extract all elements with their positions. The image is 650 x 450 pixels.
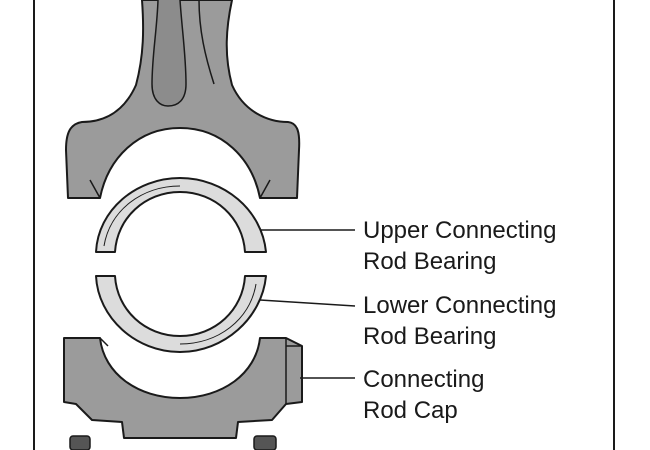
lower-bearing-leader <box>259 299 356 307</box>
rod-cap-label-line2: Rod Cap <box>363 397 458 424</box>
cap-bolt-heads <box>69 435 277 450</box>
lower-bearing-label-line2: Rod Bearing <box>363 323 497 350</box>
connecting-rod <box>65 0 301 199</box>
lower-bearing-shell <box>95 275 267 353</box>
upper-bearing-label-line2: Rod Bearing <box>363 248 497 275</box>
lower-bearing-label: Lower Connecting Rod Bearing <box>363 290 556 352</box>
leader-lines <box>259 229 356 379</box>
rod-cap-label: Connecting Rod Cap <box>363 364 484 426</box>
rod-cap <box>63 337 303 439</box>
upper-bearing-label: Upper Connecting Rod Bearing <box>363 215 556 277</box>
upper-bearing-label-line1: Upper Connecting <box>363 217 557 244</box>
figure-frame <box>33 0 615 450</box>
upper-bearing-shell <box>95 177 267 253</box>
rod-cap-label-line1: Connecting <box>363 366 485 393</box>
lower-bearing-label-line1: Lower Connecting <box>363 292 557 319</box>
